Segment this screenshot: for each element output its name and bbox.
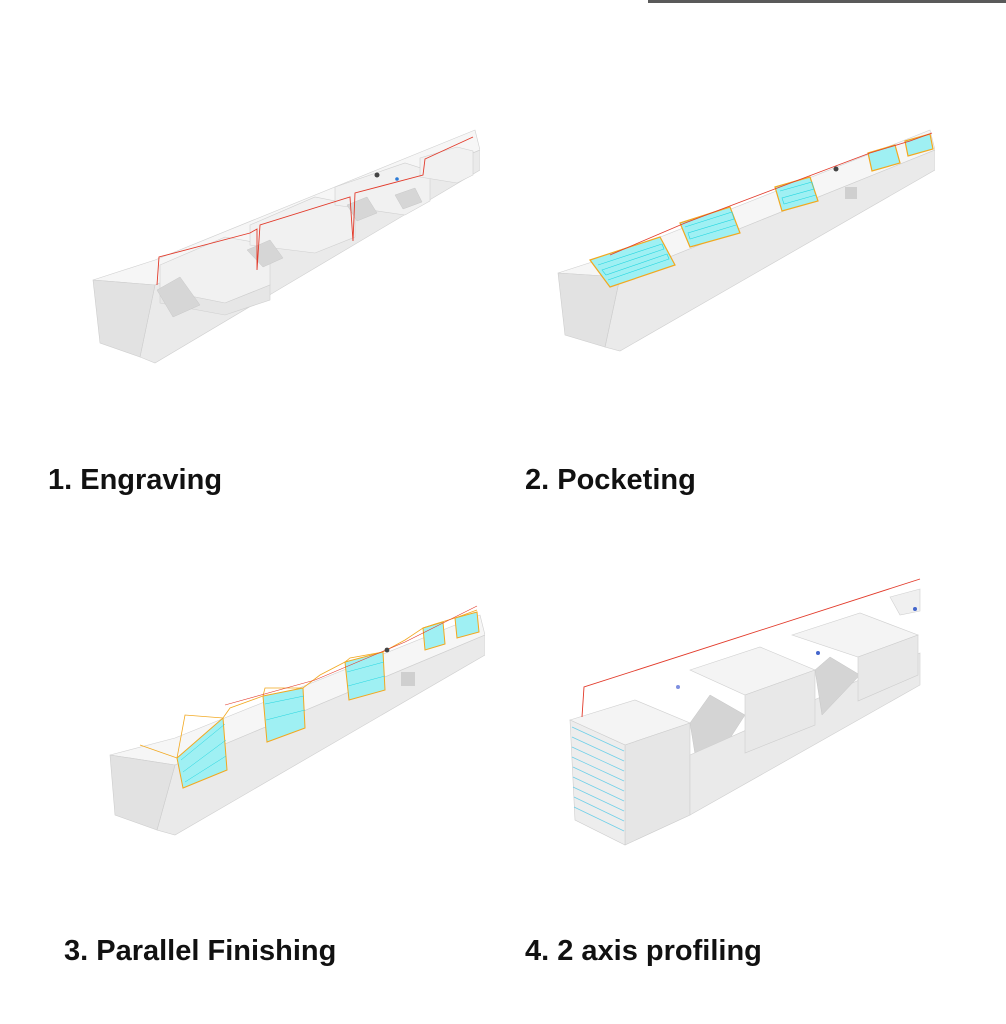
end-block-side — [569, 719, 626, 846]
slot-4 — [394, 187, 423, 210]
tool-marker — [833, 166, 839, 172]
rapid-moves — [224, 605, 478, 706]
block-4-top — [889, 588, 921, 616]
probe-point — [676, 685, 680, 689]
probe-point — [395, 177, 399, 181]
finishing-pass-1 — [176, 716, 228, 789]
top-border-bar — [648, 0, 1006, 3]
pocket-3 — [774, 176, 819, 212]
tool-marker — [384, 647, 390, 653]
bar-end-face — [109, 754, 176, 831]
two-axis-profiling-illustration — [569, 578, 921, 846]
block-marker — [816, 651, 820, 655]
bar-end-face — [557, 272, 621, 348]
linking-moves — [139, 609, 478, 759]
slot-1 — [156, 276, 201, 318]
profiling-passes — [571, 726, 625, 832]
block-marker-2 — [913, 607, 917, 611]
parallel-finishing-render — [105, 600, 485, 840]
finishing-pass-2 — [262, 687, 306, 743]
rapid-move — [581, 578, 921, 718]
slot-gap — [401, 672, 415, 686]
block-3-front — [857, 634, 919, 702]
engraving-toolpath — [156, 136, 474, 286]
caption-engraving: 1. Engraving — [48, 464, 223, 496]
pocket-1 — [589, 236, 676, 288]
rapid-moves — [609, 132, 933, 256]
caption-parallel-finishing: 3. Parallel Finishing — [64, 935, 337, 967]
parallel-finishing-illustration — [109, 605, 485, 836]
finishing-pass-4 — [422, 611, 480, 651]
caption-two-axis-profiling: 4. 2 axis profiling — [525, 935, 762, 967]
two-axis-profiling-render — [560, 575, 925, 855]
engraving-illustration — [92, 129, 480, 364]
finishing-pass-3 — [344, 651, 386, 701]
pocketing-render — [550, 125, 935, 360]
block-2-front — [744, 669, 816, 754]
caption-pocketing: 2. Pocketing — [525, 464, 696, 496]
engraving-render — [85, 125, 480, 370]
pocketing-illustration — [557, 129, 935, 352]
slot-gap — [845, 187, 857, 199]
tool-marker — [374, 172, 380, 178]
block-4 — [419, 146, 474, 184]
block-2 — [249, 196, 356, 254]
bar-end-face — [92, 279, 156, 358]
